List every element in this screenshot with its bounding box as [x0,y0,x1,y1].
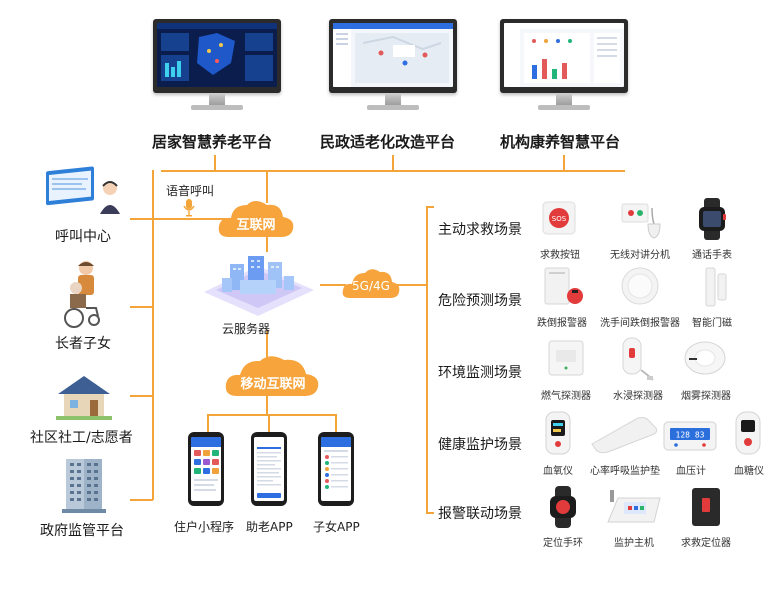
device-label-water-leak: 水浸探测器 [613,391,663,402]
network-5g-cloud [340,266,402,300]
left-branch-2 [130,306,153,308]
device-label-call-watch: 通话手表 [692,250,732,261]
scene-label-danger-predict: 危险预测场景 [438,293,522,309]
app-drop-1 [207,414,209,432]
svg-text:SOS: SOS [552,215,567,223]
platform-monitor-2 [329,19,457,113]
server-to-mobile-line [266,330,268,360]
device-label-blood-pressure: 血压计 [676,466,706,477]
elder-helper-app-phone [251,432,287,506]
blood-pressure-meter-icon: 128 83 [662,418,718,452]
resident-miniprogram-phone [188,432,224,506]
platform-label-2: 民政适老化改造平台 [320,133,456,151]
left-bus-line [152,170,154,500]
community-house-illustration [56,372,112,420]
sos-locator-icon [688,486,724,528]
heart-breath-pad-icon [586,414,662,454]
intercom-extension-icon [618,198,662,240]
fall-alarm-icon [539,266,585,308]
device-label-glucose-meter: 血糖仪 [734,466,764,477]
mobile-down-line [266,396,268,414]
platform-drop-2 [392,155,394,171]
government-building-illustration [62,455,106,513]
app-label-resident: 住户小程序 [174,520,235,534]
device-label-monitoring-host: 监护主机 [614,538,654,549]
network-5g-label: 5G/4G [352,279,390,293]
5g-to-scenes-line [396,284,426,286]
device-label-door-sensor: 智能门磁 [692,318,732,329]
device-label-oximeter: 血氧仪 [543,466,573,477]
platform-bus-line [161,170,625,172]
left-branch-3 [130,395,153,397]
device-label-heart-breath-pad: 心率呼吸监护垫 [590,466,660,477]
scene-bus-line [426,206,428,514]
device-label-sos-button: 求救按钮 [540,250,580,261]
platform-label-1: 居家智慧养老平台 [152,133,273,151]
positioning-bracelet-icon [546,486,580,528]
elder-children-label: 长者子女 [55,336,111,352]
device-label-smoke-detector: 烟雾探测器 [681,391,731,402]
elder-children-illustration [56,258,112,328]
mobile-internet-cloud [222,352,324,398]
server-to-5g-line [320,284,346,286]
government-platform-label: 政府监管平台 [40,523,124,539]
smoke-detector-icon [683,340,727,376]
app-drop-3 [335,414,337,432]
mobile-internet-label: 移动互联网 [240,377,306,392]
scene-branch-1 [426,206,434,208]
sos-button-icon: SOS [539,198,579,238]
internet-cloud [215,197,297,239]
scene-label-environment: 环境监测场景 [438,365,522,381]
gas-detector-icon [546,338,586,378]
children-app-phone [318,432,354,506]
platform-label-3: 机构康养智慧平台 [500,133,621,151]
device-label-positioning-bracelet: 定位手环 [543,538,583,549]
bathroom-fall-alarm-icon [620,266,660,306]
door-sensor-icon [704,266,728,308]
scene-label-health: 健康监护场景 [438,437,522,453]
device-label-bathroom-fall-alarm: 洗手间跌倒报警器 [600,318,680,329]
call-watch-icon [693,198,731,240]
oximeter-icon [542,410,574,456]
water-leak-detector-icon [615,336,655,382]
platform-drop-3 [563,155,565,171]
call-center-illustration [40,166,126,216]
scene-label-active-call: 主动求救场景 [438,222,522,238]
device-label-intercom: 无线对讲分机 [610,250,670,261]
app-drop-2 [268,414,270,432]
apps-bus-line [207,414,337,416]
glucose-meter-icon [734,410,762,456]
voice-call-label: 语音呼叫 [166,184,215,198]
app-label-children: 子女APP [313,520,360,534]
monitoring-host-icon [604,488,664,528]
community-worker-label: 社区社工/志愿者 [30,430,133,446]
left-branch-1 [130,218,230,220]
cloud-server-illustration [196,248,320,318]
svg-text:128 83: 128 83 [676,431,705,440]
scene-branch-2 [426,512,434,514]
device-label-fall-alarm: 跌倒报警器 [537,318,587,329]
internet-to-server-line [266,230,268,252]
scene-label-alarm-link: 报警联动场景 [438,506,522,522]
internet-label: 互联网 [236,218,276,233]
platform-monitor-3 [500,19,628,113]
call-center-label: 呼叫中心 [55,229,111,245]
platform-monitor-1 [153,19,281,113]
cloud-server-label: 云服务器 [222,322,271,336]
app-label-elder-helper: 助老APP [246,520,293,534]
left-branch-4 [130,499,153,501]
platform-drop-1 [214,155,216,171]
center-to-internet-line [266,171,268,203]
microphone-icon [183,199,195,217]
device-label-gas-detector: 燃气探测器 [541,391,591,402]
device-label-sos-locator: 求救定位器 [681,538,731,549]
